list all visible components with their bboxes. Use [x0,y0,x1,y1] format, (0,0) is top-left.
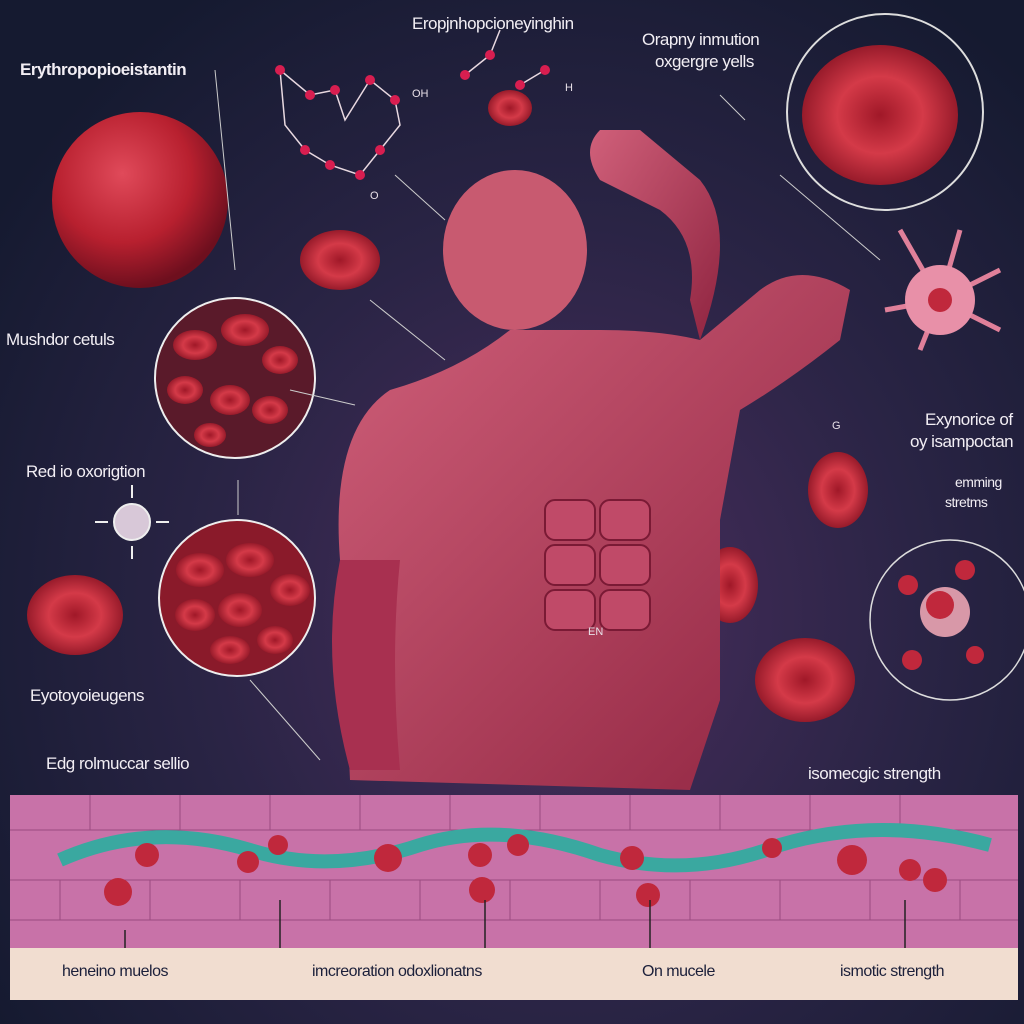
bottom-label-4: ismotic strength [840,963,945,980]
bottom-label-1: heneino muelos [62,963,168,980]
label-mid-left-1: Mushdor cetuls [6,330,115,349]
label-right-3: emming [955,474,1002,490]
bottom-label-3: On mucele [642,963,715,980]
label-right-2: oy isampoctan [910,432,1014,451]
label-tissue-right: isomecgic strength [808,764,941,783]
zoom-circle-top-right [786,13,984,211]
label-tissue-left: Edg rolmuccar sellio [46,754,190,773]
sphere-cell [52,112,228,288]
label-top-right-1: Orapny inmution [642,30,760,49]
chem-o: O [370,190,379,202]
chem-h: H [565,82,573,94]
chem-oh: OH [412,88,429,100]
blood-vessel-network [57,823,992,873]
label-right-4: stretms [945,494,988,510]
label-mid-left-3: Eyotoyoieugens [30,686,144,705]
cell-cluster [167,314,310,664]
chem-g: G [832,420,841,432]
label-erythropoietin: Erythropopioeistantin [20,60,187,79]
muscular-figure [332,130,850,790]
tissue-layer [10,795,1018,950]
chest-label: EN [588,626,604,638]
zoom-circle-right [869,539,1024,701]
bottom-label-2: imcreoration odoxlionatns [312,963,482,980]
sun-icon [95,485,169,559]
molecule-atoms [275,50,550,180]
bottom-label-strip [10,948,1018,1000]
vessel-cells [104,834,947,907]
label-right-1: Exynorice of [925,410,1013,429]
label-top-center: Eropjnhopcioneyinghin [412,14,574,33]
pointer-lines [214,69,881,761]
label-mid-left-2: Red io oxorigtion [26,462,146,481]
label-top-right-2: oxgergre yells [655,52,754,71]
red-blood-cell [802,45,958,185]
